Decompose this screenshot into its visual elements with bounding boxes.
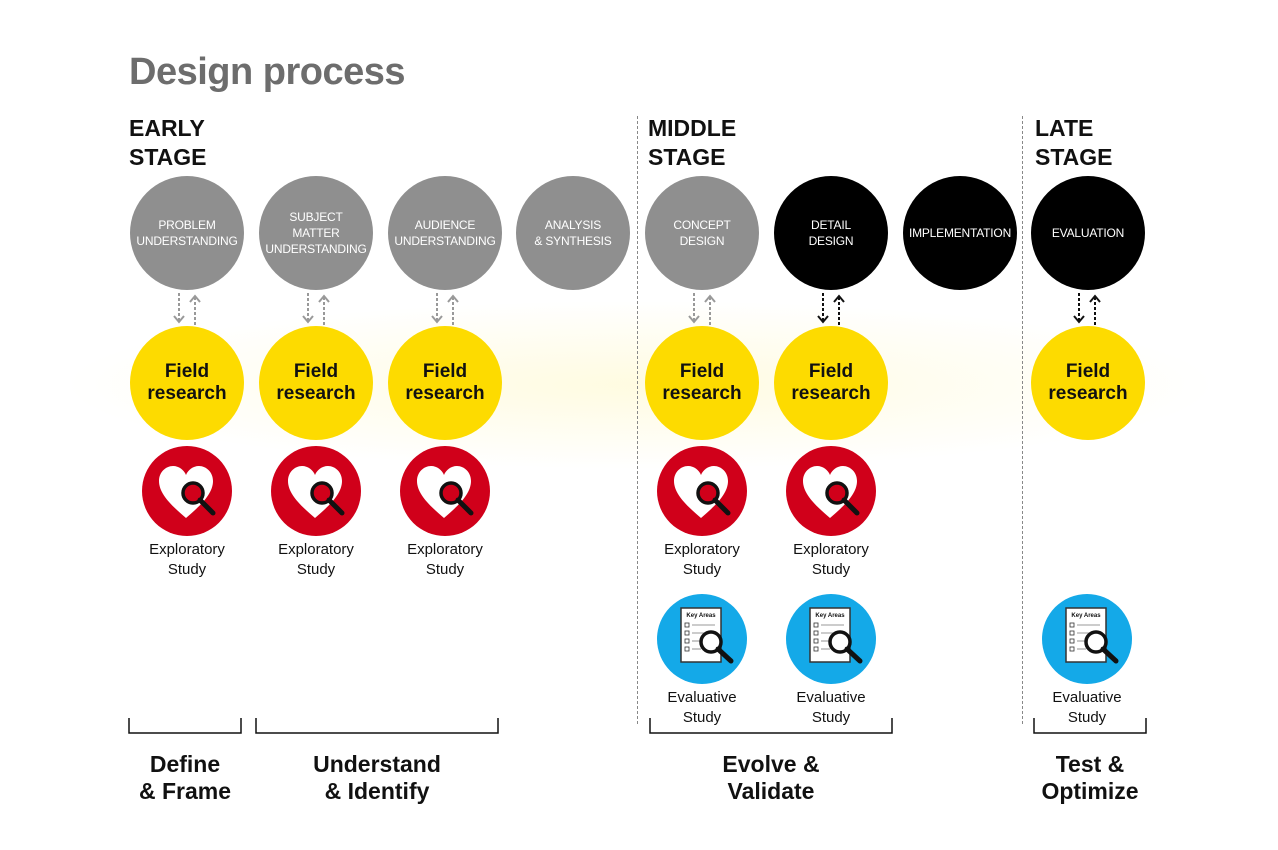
field-research-circle: Field research: [388, 326, 502, 440]
field-research-circle: Field research: [645, 326, 759, 440]
page-title: Design process: [129, 51, 406, 93]
group-label-define-frame: Define & Frame: [138, 751, 232, 804]
phase-problem-understanding: PROBLEM UNDERSTANDING: [130, 176, 244, 290]
bidirectional-arrow-icon: [1073, 293, 1101, 325]
phase-implementation: IMPLEMENTATION: [903, 176, 1017, 290]
phase-detail-design: DETAIL DESIGN: [774, 176, 888, 290]
phase-subject-matter-understanding: SUBJECT MATTER UNDERSTANDING: [259, 176, 373, 290]
phase-analysis-synthesis: ANALYSIS & SYNTHESIS: [516, 176, 630, 290]
field-research-label: Field research: [1048, 361, 1128, 404]
group-label-evolve-validate: Evolve & Validate: [722, 751, 820, 804]
phase-label: DETAIL DESIGN: [808, 218, 854, 248]
field-research-circle: Field research: [774, 326, 888, 440]
phase-label: ANALYSIS & SYNTHESIS: [534, 218, 612, 248]
exploratory-study-label: Exploratory Study: [278, 541, 354, 578]
stage-label-line: LATE: [1035, 115, 1094, 141]
bidirectional-arrow-icon: [688, 293, 716, 325]
heart-magnifier-icon: [786, 446, 876, 536]
exploratory-study-label: Exploratory Study: [407, 541, 483, 578]
phase-label: SUBJECT MATTER UNDERSTANDING: [265, 210, 367, 256]
phase-label: IMPLEMENTATION: [908, 226, 1012, 240]
heart-magnifier-icon: [657, 446, 747, 536]
field-research-circle: Field research: [1031, 326, 1145, 440]
field-research-circle: Field research: [259, 326, 373, 440]
bidirectional-arrow-icon: [173, 293, 201, 325]
field-research-glow: [60, 300, 1220, 470]
checklist-magnifier-icon: Key Areas: [657, 594, 747, 684]
field-research-circle: Field research: [130, 326, 244, 440]
group-label-test-optimize: Test & Optimize: [1041, 751, 1139, 804]
stage-label-line: STAGE: [1035, 144, 1113, 170]
field-research-label: Field research: [662, 361, 742, 404]
checklist-heading: Key Areas: [815, 613, 845, 619]
phase-label: CONCEPT DESIGN: [673, 218, 731, 248]
phase-concept-design: CONCEPT DESIGN: [645, 176, 759, 290]
bidirectional-arrow-icon: [817, 293, 845, 325]
stage-label-line: STAGE: [129, 144, 207, 170]
checklist-magnifier-icon: Key Areas: [786, 594, 876, 684]
exploratory-study-label: Exploratory Study: [149, 541, 225, 578]
field-research-label: Field research: [276, 361, 356, 404]
stage-label-line: MIDDLE: [648, 115, 737, 141]
group-label-understand-identify: Understand & Identify: [313, 751, 441, 804]
stage-label-late: LATE STAGE: [1035, 114, 1113, 172]
stage-label-early: EARLY STAGE: [129, 114, 207, 172]
checklist-heading: Key Areas: [686, 613, 716, 619]
group-bracket: [255, 718, 499, 734]
phase-label: AUDIENCE UNDERSTANDING: [394, 218, 496, 248]
heart-magnifier-icon: [142, 446, 232, 536]
field-research-label: Field research: [791, 361, 871, 404]
group-bracket: [128, 718, 242, 734]
bidirectional-arrow-icon: [302, 293, 330, 325]
checklist-magnifier-icon: Key Areas: [1042, 594, 1132, 684]
exploratory-study-label: Exploratory Study: [793, 541, 869, 578]
evaluative-study-label: Evaluative Study: [667, 689, 737, 726]
stage-label-line: EARLY: [129, 115, 205, 141]
group-bracket: [1033, 718, 1147, 734]
field-research-label: Field research: [405, 361, 485, 404]
checklist-heading: Key Areas: [1071, 613, 1101, 619]
group-bracket: [649, 718, 893, 734]
phase-label: EVALUATION: [1051, 226, 1125, 240]
stage-label-line: STAGE: [648, 144, 726, 170]
bidirectional-arrow-icon: [431, 293, 459, 325]
stage-divider-early-middle: [637, 116, 638, 724]
phase-audience-understanding: AUDIENCE UNDERSTANDING: [388, 176, 502, 290]
heart-magnifier-icon: [271, 446, 361, 536]
stage-label-middle: MIDDLE STAGE: [648, 114, 736, 172]
exploratory-study-label: Exploratory Study: [664, 541, 740, 578]
phase-evaluation: EVALUATION: [1031, 176, 1145, 290]
heart-magnifier-icon: [400, 446, 490, 536]
field-research-label: Field research: [147, 361, 227, 404]
evaluative-study-label: Evaluative Study: [796, 689, 866, 726]
phase-label: PROBLEM UNDERSTANDING: [136, 218, 238, 248]
stage-divider-middle-late: [1022, 116, 1023, 724]
evaluative-study-label: Evaluative Study: [1052, 689, 1122, 726]
